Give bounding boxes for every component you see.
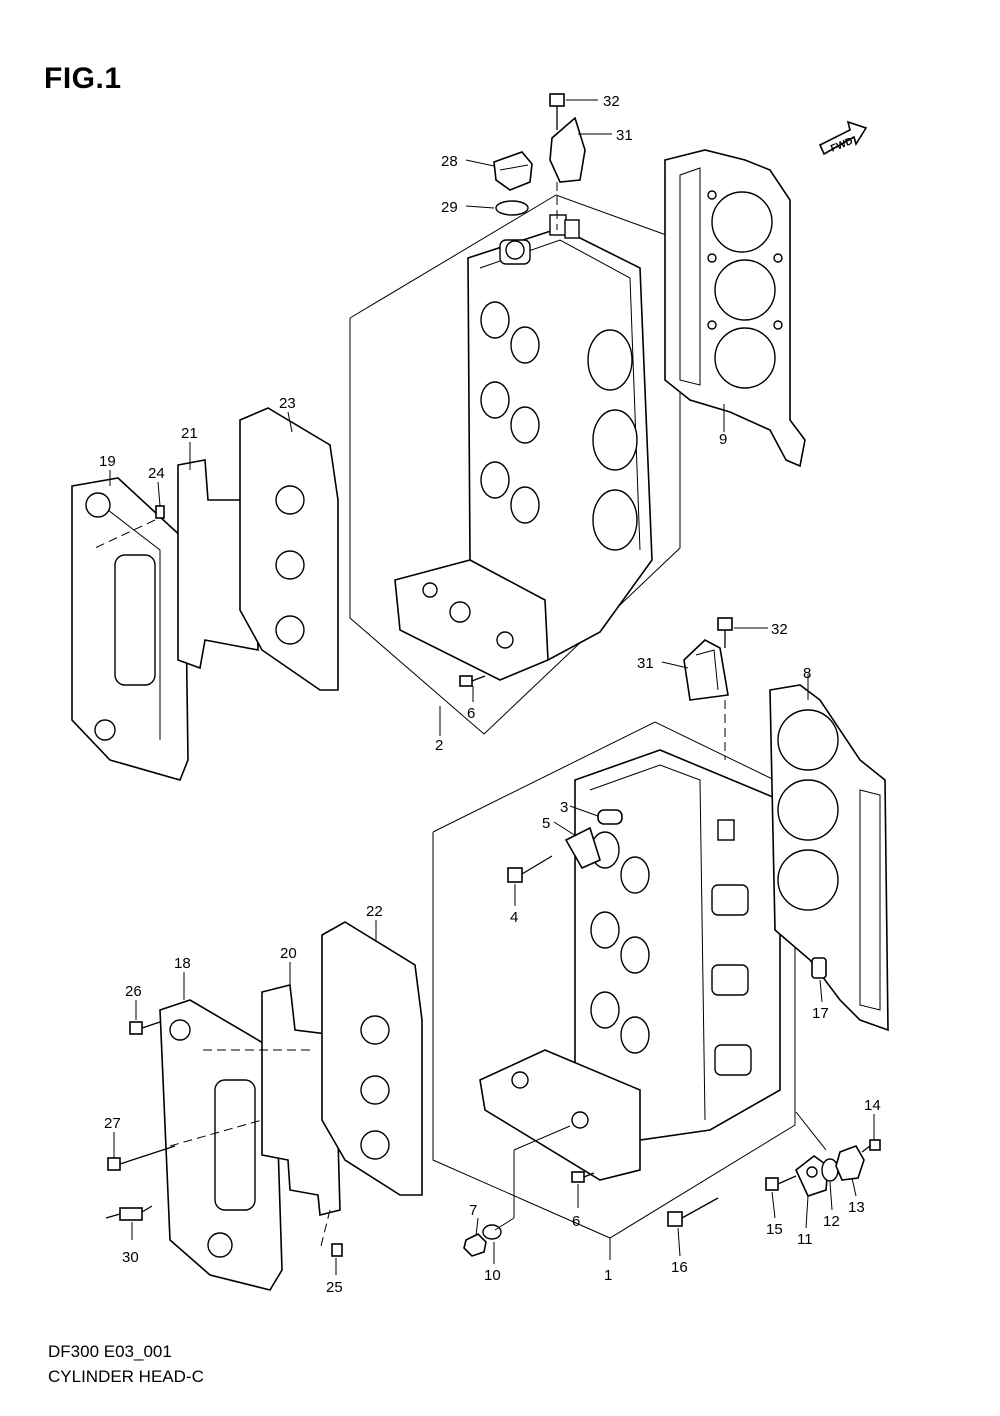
callout-13: 13 xyxy=(848,1199,865,1216)
bolt-4 xyxy=(507,855,553,883)
cylinder-head-2 xyxy=(394,214,653,681)
callout-9: 9 xyxy=(719,431,727,448)
callout-32-upper: 32 xyxy=(603,93,620,110)
callout-3: 3 xyxy=(560,799,568,816)
callout-6-upper: 6 xyxy=(467,705,475,722)
callout-14: 14 xyxy=(864,1097,881,1114)
callout-21: 21 xyxy=(181,425,198,442)
plug-13 xyxy=(835,1145,865,1181)
valve-cover-18 xyxy=(159,999,283,1291)
cover-11 xyxy=(795,1155,829,1197)
bolt-32-upper xyxy=(549,93,565,130)
gasket-21 xyxy=(177,459,259,670)
figure-title: FIG.1 xyxy=(44,62,122,95)
bolt-15 xyxy=(765,1175,797,1191)
callout-12: 12 xyxy=(823,1213,840,1230)
oil-seal-3 xyxy=(597,809,623,825)
bracket-31-lower xyxy=(683,639,729,701)
callout-26: 26 xyxy=(125,983,142,1000)
callout-11: 11 xyxy=(797,1231,813,1248)
diagram-code: DF300 E03_001 xyxy=(48,1342,172,1361)
callout-2: 2 xyxy=(435,737,443,754)
bolt-32-lower xyxy=(717,617,733,648)
gasket-20 xyxy=(261,984,341,1217)
pin-25 xyxy=(331,1243,343,1257)
callout-10: 10 xyxy=(484,1267,501,1284)
callout-18: 18 xyxy=(174,955,191,972)
head-gasket-9 xyxy=(664,149,806,468)
bolt-6-lower xyxy=(571,1171,595,1183)
callout-25: 25 xyxy=(326,1279,343,1296)
o-ring-29 xyxy=(495,200,529,216)
callout-19: 19 xyxy=(99,453,116,470)
fwd-direction-arrow: FWD xyxy=(818,120,868,156)
pin-24 xyxy=(155,505,165,519)
callout-28: 28 xyxy=(441,153,458,170)
valve-cover-19 xyxy=(71,477,189,781)
washer-10 xyxy=(482,1224,502,1240)
sensor-30 xyxy=(105,1205,153,1221)
upper-head-assembly-box xyxy=(349,194,681,735)
diagram-name: CYLINDER HEAD-C xyxy=(48,1367,204,1386)
bracket-31-upper xyxy=(549,116,586,183)
leader-lines xyxy=(109,99,875,1275)
callout-32-lower: 32 xyxy=(771,621,788,638)
callout-labels: 1 2 3 4 5 6 6 7 8 9 10 11 12 13 14 15 16… xyxy=(99,93,881,1296)
callout-31-upper: 31 xyxy=(616,127,633,144)
callout-30: 30 xyxy=(122,1249,139,1266)
bolt-26 xyxy=(129,1021,161,1035)
callout-20: 20 xyxy=(280,945,297,962)
callout-27: 27 xyxy=(104,1115,121,1132)
callout-29: 29 xyxy=(441,199,458,216)
callout-17: 17 xyxy=(812,1005,829,1022)
callout-24: 24 xyxy=(148,465,165,482)
callout-5: 5 xyxy=(542,815,550,832)
bolt-14 xyxy=(861,1139,881,1153)
o-ring-12 xyxy=(821,1158,839,1182)
bolt-27 xyxy=(107,1145,176,1171)
cylinder-head-1 xyxy=(479,749,781,1181)
callout-15: 15 xyxy=(766,1221,783,1238)
callout-31-lower: 31 xyxy=(637,655,654,672)
callout-7: 7 xyxy=(469,1202,477,1219)
callout-22: 22 xyxy=(366,903,383,920)
callout-16: 16 xyxy=(671,1259,688,1276)
callout-1: 1 xyxy=(604,1267,612,1284)
lower-head-assembly-box xyxy=(432,721,796,1239)
bolt-16 xyxy=(667,1197,719,1227)
head-cover-seal-23 xyxy=(239,407,339,691)
callout-4: 4 xyxy=(510,909,518,926)
nut-7 xyxy=(463,1233,487,1257)
bracket-5 xyxy=(564,826,601,870)
bolt-6-upper xyxy=(459,675,486,687)
oil-filler-cap-28 xyxy=(493,151,533,191)
callout-8: 8 xyxy=(803,665,811,682)
callout-23: 23 xyxy=(279,395,296,412)
head-gasket-8 xyxy=(769,684,889,1032)
callout-6-lower: 6 xyxy=(572,1213,580,1230)
head-cover-seal-22 xyxy=(321,921,423,1196)
dowel-pin-17 xyxy=(811,957,827,979)
